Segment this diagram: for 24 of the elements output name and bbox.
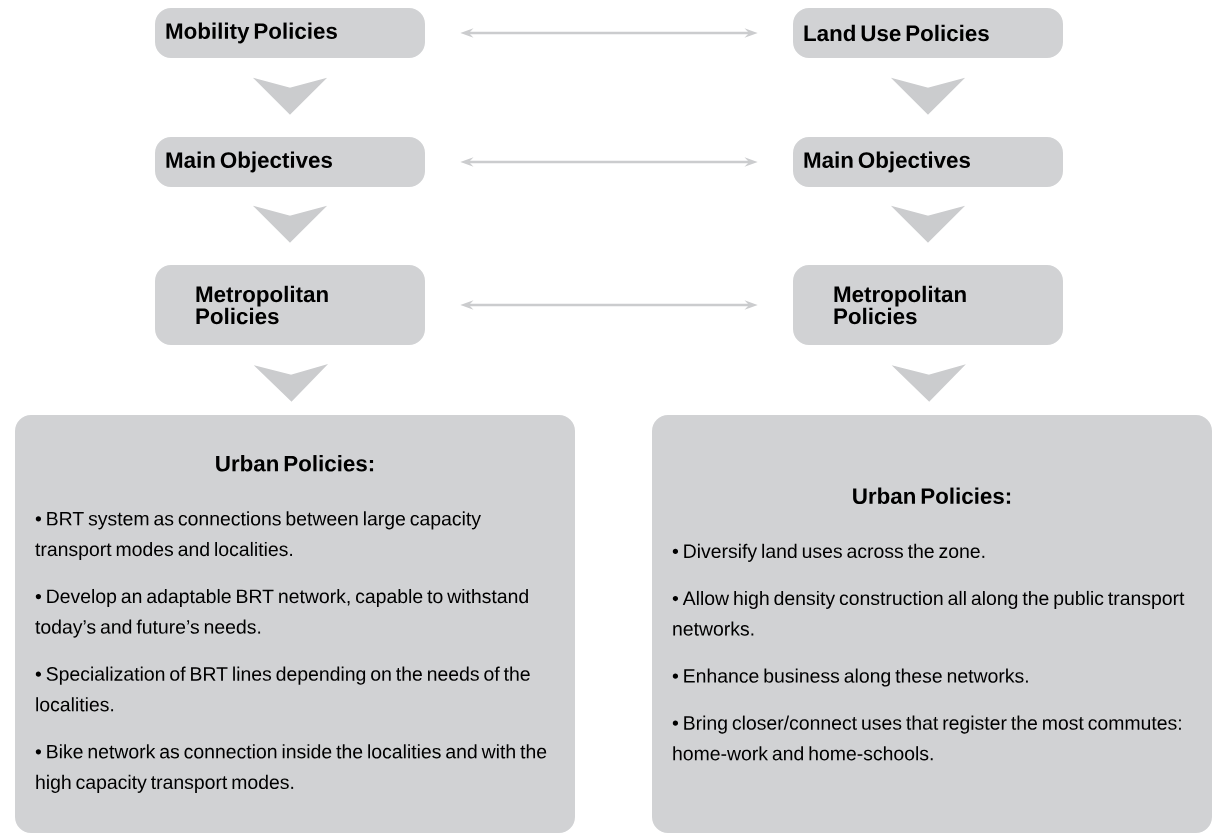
- box-label: Main Objectives: [166, 151, 332, 173]
- heading: Urban Policies:: [853, 487, 1011, 504]
- bullet-point: • Allow high density construction all along the public transport networks.: [672, 590, 1185, 636]
- policy-box: [793, 265, 1063, 345]
- box-label: Main Objectives: [804, 151, 970, 173]
- policy-box: [155, 137, 425, 187]
- bullet-point: • BRT system as connections between large capacity transport modes and localities.: [35, 511, 481, 560]
- bullet-point: • Enhance business along these networks.: [672, 668, 1028, 687]
- box-label: Land Use Policies: [804, 24, 989, 42]
- policy-box: [793, 137, 1063, 187]
- bullet-point: • Bike network as connection inside the localities and with the high capacity transport modes.: [35, 744, 547, 793]
- box-label: Mobility Policies: [166, 22, 337, 44]
- policy-panel: [652, 415, 1212, 833]
- bullet-point: • Develop an adaptable BRT network, capable to withstand today’s and future’s needs.: [35, 588, 528, 638]
- policy-box: [155, 265, 425, 345]
- bullet-point: • Specialization of BRT lines depending on the needs of the localities.: [35, 666, 530, 712]
- policy-box: [155, 8, 425, 58]
- bullet-point: • Bring closer/connect uses that register the most commutes: home-work and home-schools.: [672, 715, 1181, 761]
- box-label: Metropolitan Policies: [834, 285, 966, 325]
- box-label: Metropolitan Policies: [196, 285, 328, 325]
- policy-box: [793, 8, 1063, 58]
- heading: Urban Policies:: [216, 455, 374, 472]
- policy-panel: [15, 415, 575, 833]
- bullet-point: • Diversify land uses across the zone.: [672, 543, 985, 562]
